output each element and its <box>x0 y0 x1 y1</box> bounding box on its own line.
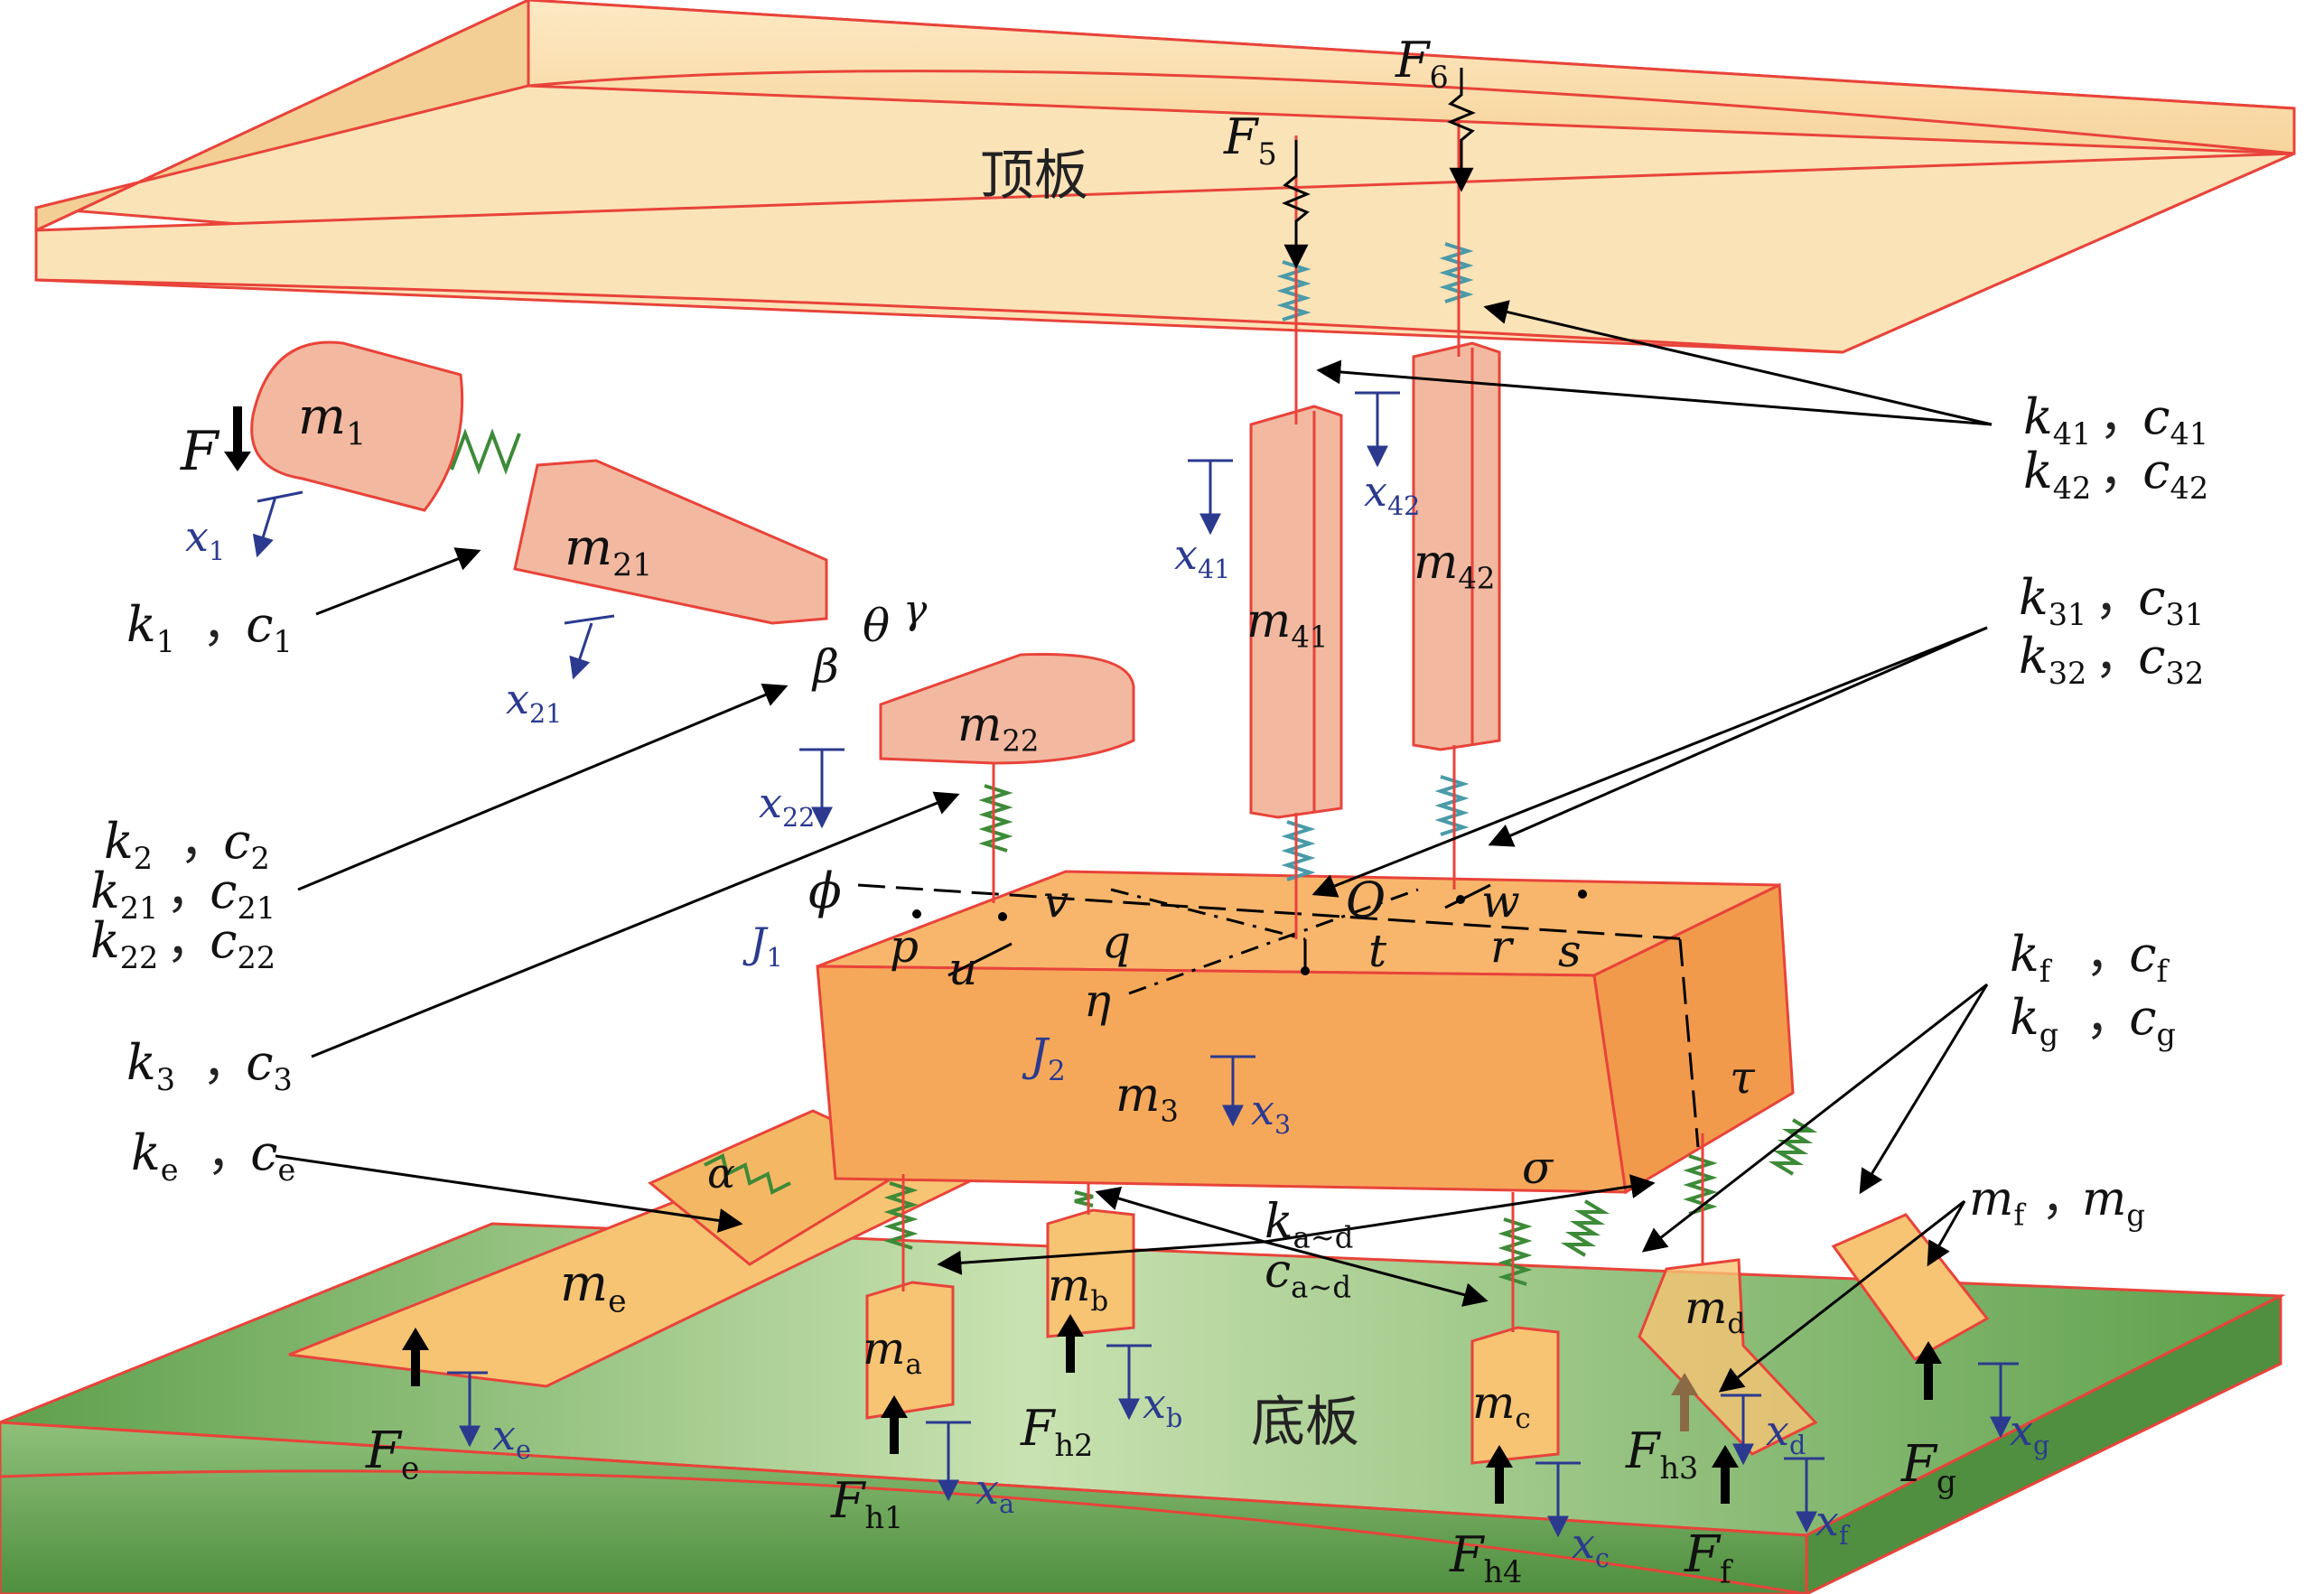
label-kece: ke ，ce <box>131 1124 295 1188</box>
label-alpha: α <box>707 1149 735 1198</box>
label-kgcg-sep: ， <box>2086 989 2134 1046</box>
label-xc: xc <box>1572 1519 1610 1573</box>
label-w: w <box>1481 875 1520 928</box>
label-beta: β <box>811 640 839 693</box>
label-k22c22-sep: ， <box>166 912 215 969</box>
label-x42: x42 <box>1364 467 1420 521</box>
leg-masses <box>865 1208 1990 1465</box>
label-theta: θ <box>863 600 890 652</box>
label-kece-c: ce <box>250 1124 295 1188</box>
label-k42c42-c: c42 <box>2142 443 2208 506</box>
label-k31c31-c: c31 <box>2138 569 2204 632</box>
label-mg: mg <box>2082 1172 2145 1232</box>
label-kece-sep: ， <box>207 1124 256 1181</box>
floor-label: 底板 <box>1251 1391 1359 1454</box>
label-k42c42: k42，c42 <box>2023 443 2208 506</box>
label-F6: F6 <box>1395 32 1449 95</box>
label-k32c32-sep: ， <box>2095 628 2143 685</box>
label-eta: η <box>1084 974 1111 1027</box>
label-mfmg-sep: ， <box>2041 1172 2088 1226</box>
label-q: q <box>1102 916 1131 968</box>
label-k32c32-c: c32 <box>2138 628 2204 691</box>
label-sigma: σ <box>1522 1142 1554 1194</box>
label-kgcg-k: kg <box>2010 989 2058 1052</box>
label-F: F <box>180 420 220 483</box>
label-tau: τ <box>1730 1051 1756 1104</box>
label-k31c31-k: k31 <box>2019 569 2086 632</box>
label-k3c3-c: c3 <box>246 1034 293 1097</box>
label-x22: x22 <box>759 778 815 833</box>
label-k32c32: k32，c32 <box>2019 628 2204 691</box>
label-p: p <box>890 920 919 973</box>
label-k1c1-c: c1 <box>246 596 293 659</box>
label-u: u <box>948 943 977 995</box>
label-kad: ka~d <box>1265 1195 1353 1254</box>
column-masses <box>1249 341 1501 819</box>
label-x21: x21 <box>506 675 562 729</box>
label-kfcf-sep: ， <box>2086 926 2134 983</box>
label-k32c32-k: k32 <box>2019 628 2086 691</box>
springs <box>450 117 1818 1332</box>
label-O: O <box>1346 872 1386 928</box>
label-kgcg-c: cg <box>2129 989 2176 1052</box>
label-r: r <box>1490 920 1515 973</box>
label-J1: J1 <box>742 918 783 973</box>
label-gamma: γ <box>903 587 928 633</box>
label-k41c41-sep: ， <box>2099 388 2148 445</box>
label-kfcf-c: cf <box>2129 926 2170 989</box>
label-mf: mf <box>1969 1172 2026 1232</box>
label-m1: m1 <box>298 387 366 452</box>
label-mb: mb <box>1048 1259 1108 1318</box>
label-kfcf-k: kf <box>2010 926 2053 989</box>
label-k21c21-c: c21 <box>210 862 275 926</box>
label-k31c31: k31，c31 <box>2019 569 2204 632</box>
label-k42c42-k: k42 <box>2023 443 2091 506</box>
label-k3c3-sep: ， <box>202 1034 251 1091</box>
label-k2c2-sep: ， <box>180 813 229 870</box>
label-k3c3-k: k3 <box>126 1034 175 1097</box>
force-arrows <box>224 406 1942 1504</box>
label-mfmg: mf ，mg <box>1969 1172 2145 1232</box>
label-k3c3: k3 ，c3 <box>126 1034 293 1097</box>
pointer-arrows <box>275 300 1993 1393</box>
label-kfcf: kf ，cf <box>2010 926 2170 989</box>
roof-label: 顶板 <box>980 144 1088 208</box>
label-kece-k: ke <box>131 1124 179 1188</box>
label-s: s <box>1558 925 1582 977</box>
input-force-lines <box>1282 68 1476 269</box>
label-t: t <box>1368 925 1387 977</box>
label-k1c1-sep: ， <box>202 596 251 653</box>
displacement-markers <box>257 391 2019 1535</box>
roof-plate: 顶板 <box>34 0 2296 354</box>
label-kgcg: kg ，cg <box>2010 989 2176 1052</box>
label-m22: m22 <box>957 698 1039 758</box>
label-x41: x41 <box>1174 530 1230 584</box>
label-k31c31-sep: ， <box>2095 569 2143 626</box>
main-body-m3 <box>816 870 1795 1195</box>
label-k1c1-k: k1 <box>126 596 175 659</box>
label-k42c42-sep: ， <box>2099 443 2148 499</box>
label-v: v <box>1043 875 1069 928</box>
label-x1: x1 <box>185 512 225 566</box>
arm-masses <box>250 340 1135 765</box>
label-x3: x3 <box>1251 1086 1291 1140</box>
label-k21c21-sep: ， <box>166 862 215 919</box>
label-k1c1: k1 ，c1 <box>126 596 293 659</box>
label-phi: ϕ <box>808 862 842 919</box>
